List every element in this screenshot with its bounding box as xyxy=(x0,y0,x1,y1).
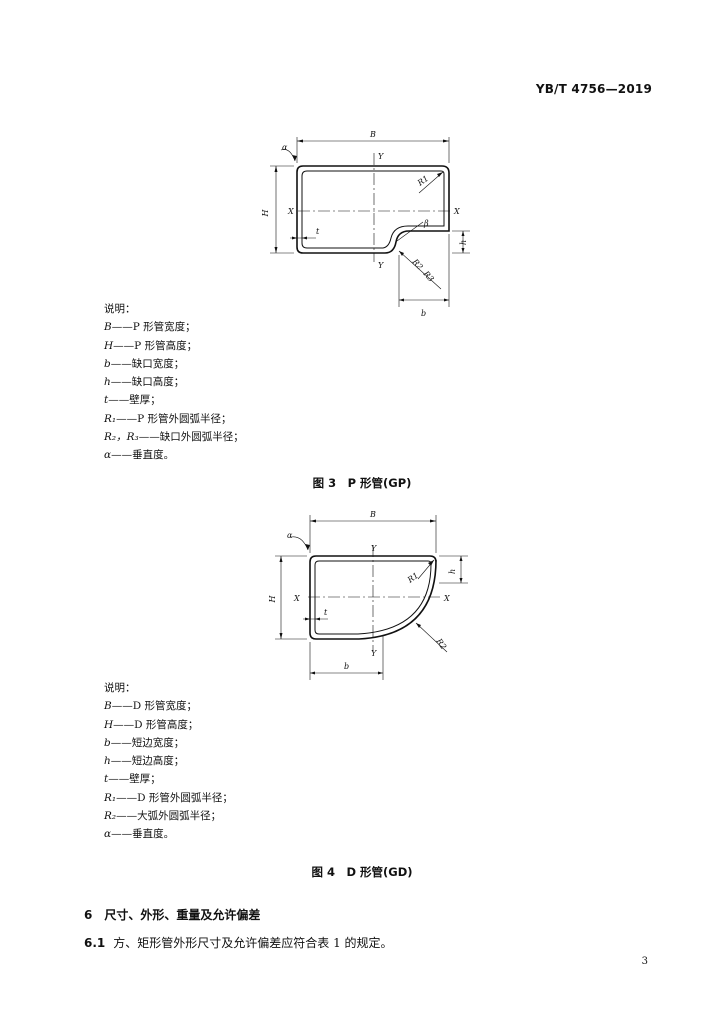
r2-r3-leader xyxy=(398,250,442,290)
legend-title: 说明： xyxy=(104,682,136,694)
label-h-height: H xyxy=(268,594,277,603)
label-t: t xyxy=(316,227,320,236)
figure-3-legend: 说明： B——P 形管宽度； H——P 形管高度； b——缺口宽度； h——缺口… xyxy=(104,300,244,465)
label-beta: β xyxy=(423,219,429,228)
legend-title: 说明： xyxy=(104,303,136,315)
section-6-heading: 6 尺寸、外形、重量及允许偏差 xyxy=(84,908,261,922)
label-x-left: X xyxy=(287,207,294,216)
legend-item: h——缺口高度； xyxy=(104,376,185,389)
figure-4-legend: 说明： B——D 形管宽度； H——D 形管高度； b——短边宽度； h——短边… xyxy=(104,679,233,844)
legend-item: t——壁厚； xyxy=(104,773,161,786)
r2-leader xyxy=(415,622,448,653)
page-number: 3 xyxy=(641,956,648,967)
clause-number: 6.1 xyxy=(84,936,106,950)
label-x-right: X xyxy=(453,207,460,216)
p-tube-outer-wall xyxy=(296,165,450,254)
p-tube-inner-wall xyxy=(301,170,445,249)
figure-3-drawing: B Y Y X X H t b h α β R1 R2 R3 xyxy=(261,130,470,318)
clause-6-1: 6.1 方、矩形管外形尺寸及允许偏差应符合表 1 的规定。 xyxy=(84,934,393,951)
legend-item: R₂，R₃——缺口外圆弧半径； xyxy=(104,431,244,444)
legend-item: R₁——D 形管外圆弧半径； xyxy=(104,791,233,804)
label-r3: R3 xyxy=(421,269,436,284)
label-r2: R2 xyxy=(410,257,425,272)
legend-item: α——垂直度。 xyxy=(104,449,175,462)
label-b: B xyxy=(369,510,376,519)
label-short-side-height: h xyxy=(448,569,457,574)
legend-item: B——D 形管宽度； xyxy=(104,700,197,713)
alpha-arc xyxy=(290,536,309,551)
label-x-right: X xyxy=(443,594,450,603)
figure-3-caption: 图 3 P 形管(GP) xyxy=(312,476,412,490)
label-r2: R2 xyxy=(434,636,448,651)
legend-item: H——P 形管高度； xyxy=(104,339,198,352)
label-b: B xyxy=(369,130,376,139)
beta-leader xyxy=(396,221,424,242)
label-notch-width: b xyxy=(421,309,426,318)
legend-item: h——短边高度； xyxy=(104,755,185,768)
label-r1: R1 xyxy=(405,571,420,585)
standard-number: YB/T 4756—2019 xyxy=(535,82,652,96)
label-y-top: Y xyxy=(371,544,377,553)
clause-text: 方、矩形管外形尺寸及允许偏差应符合表 1 的规定。 xyxy=(113,936,393,950)
label-h-height: H xyxy=(261,208,270,217)
label-notch-height: h xyxy=(459,240,468,245)
label-short-side-width: b xyxy=(344,662,349,671)
legend-item: α——垂直度。 xyxy=(104,828,175,841)
label-y-bottom: Y xyxy=(378,261,384,270)
label-alpha: α xyxy=(282,143,288,152)
label-alpha: α xyxy=(287,531,293,540)
legend-item: b——短边宽度； xyxy=(104,736,185,749)
figure-4-drawing: B Y Y X X H t b h α R1 R2 xyxy=(268,510,468,680)
legend-item: R₂——大弧外圆弧半径； xyxy=(104,810,222,823)
legend-item: H——D 形管高度； xyxy=(104,718,199,731)
label-y-top: Y xyxy=(378,152,384,161)
label-y-bottom: Y xyxy=(371,649,377,658)
label-t: t xyxy=(324,608,328,617)
legend-item: t——壁厚； xyxy=(104,394,161,407)
legend-item: B——P 形管宽度； xyxy=(104,321,196,334)
d-tube-outer-wall xyxy=(309,555,437,640)
label-r1: R1 xyxy=(415,174,430,188)
figure-4-caption: 图 4 D 形管(GD) xyxy=(311,865,413,879)
label-x-left: X xyxy=(293,594,300,603)
legend-item: R₁——P 形管外圆弧半径； xyxy=(104,412,232,425)
legend-item: b——缺口宽度； xyxy=(104,357,185,370)
